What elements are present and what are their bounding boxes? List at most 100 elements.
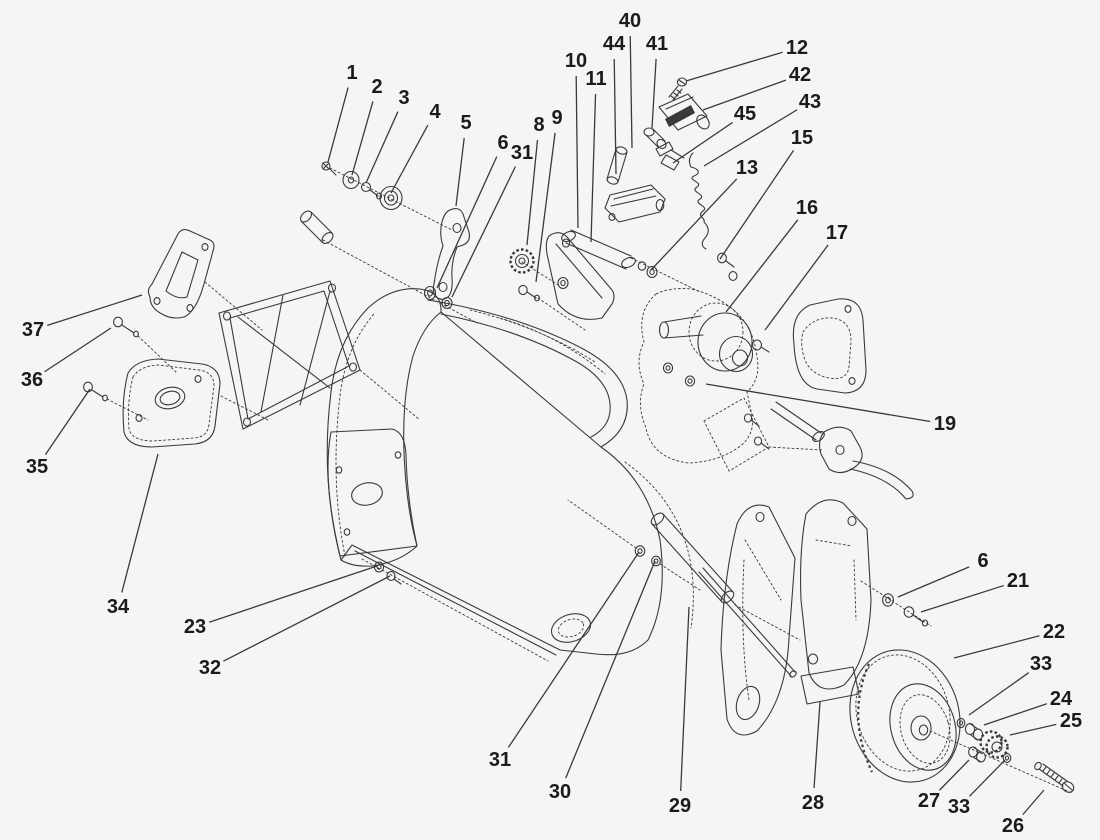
pin-part-44 bbox=[606, 146, 628, 185]
right-side-plate bbox=[792, 298, 867, 394]
callout-30: 30 bbox=[549, 560, 656, 803]
leader-line bbox=[390, 124, 429, 194]
callout-number: 44 bbox=[603, 33, 626, 55]
callout-41: 41 bbox=[646, 33, 668, 129]
leader-line bbox=[327, 87, 349, 163]
callout-number: 42 bbox=[789, 64, 811, 86]
bolt35-axis-dotted bbox=[106, 398, 149, 421]
leader-line bbox=[365, 111, 399, 184]
washer-part-2 bbox=[342, 170, 360, 190]
leader-line bbox=[451, 166, 517, 298]
assembly-axis-dotted bbox=[329, 167, 453, 231]
leader-line bbox=[209, 565, 378, 623]
swing-arm-right-part-28 bbox=[800, 499, 872, 705]
callout-32: 32 bbox=[199, 575, 391, 679]
idler-sprocket-part-8 bbox=[509, 248, 535, 274]
pivot-axis-dotted bbox=[567, 499, 701, 591]
leader-line bbox=[680, 606, 690, 792]
callout-42: 42 bbox=[702, 64, 811, 111]
callout-19: 19 bbox=[705, 383, 956, 435]
callout-number: 22 bbox=[1043, 621, 1065, 643]
callout-43: 43 bbox=[703, 91, 821, 167]
leader-line bbox=[968, 672, 1030, 716]
callout-33-2: 33 bbox=[948, 759, 1006, 818]
callout-6-2: 6 bbox=[897, 550, 989, 598]
leader-line bbox=[969, 759, 1006, 797]
callout-13: 13 bbox=[650, 157, 758, 271]
callout-8: 8 bbox=[526, 114, 545, 246]
callout-9: 9 bbox=[535, 107, 563, 283]
callout-number: 17 bbox=[826, 222, 848, 244]
callout-number: 27 bbox=[918, 790, 940, 812]
callout-number: 21 bbox=[1007, 570, 1029, 592]
leader-line bbox=[223, 575, 391, 662]
leader-line bbox=[650, 178, 738, 271]
callout-number: 41 bbox=[646, 33, 668, 55]
washer-part-6b bbox=[882, 593, 894, 607]
callout-45: 45 bbox=[672, 103, 756, 164]
callout-number: 16 bbox=[796, 197, 818, 219]
callout-number: 40 bbox=[619, 10, 641, 32]
callout-number: 13 bbox=[736, 157, 758, 179]
callout-11: 11 bbox=[585, 68, 607, 243]
callout-36: 36 bbox=[21, 327, 112, 391]
callout-number: 15 bbox=[791, 127, 813, 149]
callout-37: 37 bbox=[22, 294, 143, 341]
callout-number: 3 bbox=[398, 87, 409, 109]
callout-number: 19 bbox=[934, 413, 956, 435]
leader-line bbox=[705, 383, 931, 423]
callout-number: 2 bbox=[371, 76, 382, 98]
callout-40: 40 bbox=[619, 10, 641, 149]
bracket-mount-dotted bbox=[204, 281, 263, 331]
latch-part-41 bbox=[643, 127, 674, 157]
callout-number: 4 bbox=[429, 101, 441, 123]
leader-line bbox=[651, 58, 657, 129]
clutch-pin bbox=[299, 210, 334, 245]
leader-line bbox=[764, 244, 829, 331]
handle-frame bbox=[218, 280, 421, 430]
leader-line bbox=[1009, 723, 1057, 736]
callout-number: 6 bbox=[497, 132, 508, 154]
callout-22: 22 bbox=[953, 621, 1065, 659]
leader-line bbox=[703, 109, 798, 167]
washer-part-33b bbox=[1002, 753, 1012, 763]
corner-bracket-part-37 bbox=[147, 228, 215, 319]
pin-axis-dotted bbox=[322, 239, 478, 324]
rod-nut-part-13 bbox=[637, 261, 658, 279]
callout-44: 44 bbox=[603, 33, 626, 175]
leader-line bbox=[44, 327, 112, 373]
leader-line bbox=[44, 388, 91, 455]
leader-line bbox=[629, 35, 633, 149]
leader-line bbox=[897, 566, 970, 598]
leader-line bbox=[725, 219, 799, 313]
leader-line bbox=[813, 701, 821, 789]
bolt-part-32 bbox=[386, 571, 402, 585]
leader-line bbox=[575, 75, 579, 229]
callout-26: 26 bbox=[1002, 789, 1045, 837]
leader-line bbox=[702, 79, 787, 111]
callout-number: 11 bbox=[585, 68, 606, 90]
callout-17: 17 bbox=[764, 222, 848, 331]
callout-33: 33 bbox=[968, 653, 1052, 716]
callout-1: 1 bbox=[327, 62, 358, 163]
callout-21: 21 bbox=[920, 570, 1029, 613]
assembly-drawing bbox=[83, 77, 1075, 794]
washer-part-31b bbox=[634, 545, 646, 557]
callout-12: 12 bbox=[685, 37, 808, 82]
bolt-part-35 bbox=[83, 381, 108, 402]
callout-27: 27 bbox=[918, 759, 970, 812]
main-housing bbox=[326, 288, 694, 662]
callout-23: 23 bbox=[184, 565, 378, 638]
lever-body-part-42 bbox=[658, 93, 710, 131]
callout-31-2: 31 bbox=[489, 551, 640, 771]
callout-number: 36 bbox=[21, 369, 43, 391]
swing-arm-left bbox=[720, 504, 796, 736]
callout-number: 29 bbox=[669, 795, 691, 817]
leader-line bbox=[685, 51, 783, 82]
callout-number: 31 bbox=[489, 749, 511, 771]
callout-number: 37 bbox=[22, 319, 44, 341]
leader-line bbox=[1022, 789, 1045, 816]
leader-line bbox=[939, 759, 970, 791]
